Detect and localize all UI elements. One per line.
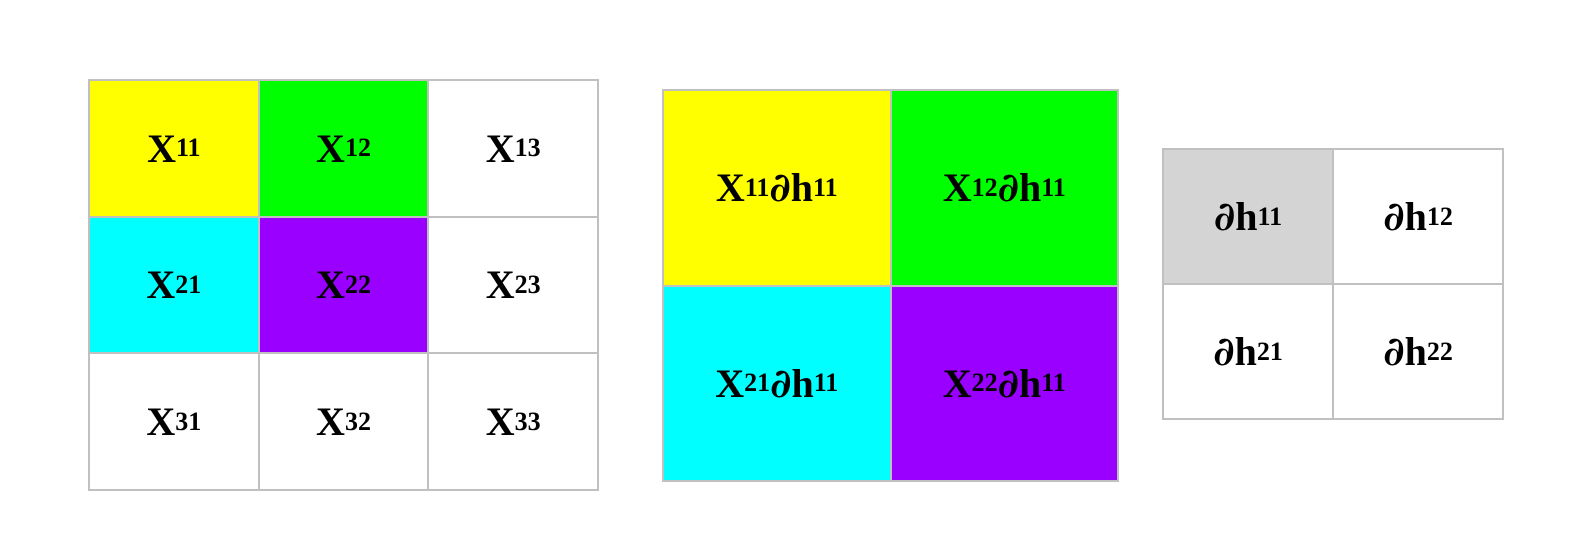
partial-symbol: ∂ xyxy=(997,359,1019,407)
cell-base: h xyxy=(1404,194,1427,239)
cell-base: h xyxy=(1404,329,1427,374)
cell-h-base: h xyxy=(1018,165,1042,211)
cell-base: h xyxy=(1234,329,1257,374)
cell-x-base: X xyxy=(942,360,972,406)
cell-x-base: X xyxy=(942,165,972,211)
partial-symbol: ∂ xyxy=(1383,193,1405,240)
cell-h-base: h xyxy=(1018,360,1042,406)
cell-base: X xyxy=(316,125,345,171)
cell-base: X xyxy=(485,399,515,445)
cell-h-base: h xyxy=(791,360,814,406)
cell-base: X xyxy=(485,125,515,171)
partial-symbol: ∂ xyxy=(1383,328,1405,375)
cell-base: X xyxy=(146,262,176,308)
cell-x-base: X xyxy=(715,165,745,211)
cell-h-base: h xyxy=(790,165,813,211)
cell-base: X xyxy=(146,399,176,445)
partial-symbol: ∂ xyxy=(1213,328,1235,375)
partial-symbol: ∂ xyxy=(997,164,1019,212)
partial-symbol: ∂ xyxy=(770,359,792,407)
cell-base: X xyxy=(316,399,345,445)
cell-base: h xyxy=(1235,194,1258,239)
partial-symbol: ∂ xyxy=(1213,193,1236,240)
cell-base: X xyxy=(316,262,345,308)
cell-base: X xyxy=(485,262,515,308)
partial-symbol: ∂ xyxy=(769,164,791,212)
cell-x-base: X xyxy=(715,360,745,406)
cell-base: X xyxy=(147,125,176,171)
